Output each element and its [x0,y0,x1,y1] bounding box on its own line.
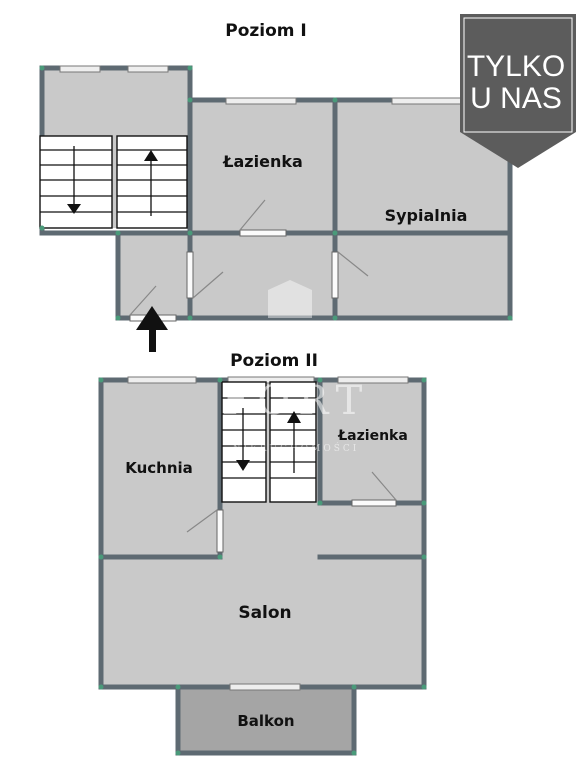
level-2-title: Poziom II [230,351,318,371]
hall-room [190,233,335,318]
watermark-logo: FORT NIERUCHOMOŚCI [222,280,371,454]
window [225,97,297,105]
window [391,97,463,105]
arrow-up-icon [287,411,301,423]
door-leaf [239,229,287,237]
arrow-down-icon [236,460,250,471]
room-label-salon: Salon [238,603,291,623]
door-leaf [186,251,194,299]
window [127,376,197,384]
badge-line-2: U NAS [470,82,562,115]
stairs-up-level-1 [116,135,188,229]
door-swing [239,199,266,231]
tylko-u-nas-badge: TYLKO U NAS [460,14,576,168]
watermark-text: FORT [222,378,371,424]
door-leaf [216,509,224,553]
arrow-up-icon [144,150,158,161]
stairs-down-level-1 [39,135,113,229]
entry-room [118,233,190,318]
door-swing [129,285,157,316]
entrance-arrow-icon [136,306,168,352]
room-label-kuchnia: Kuchnia [125,459,193,477]
balcony-door [229,683,301,691]
door-swing [371,471,397,501]
room-label-balkon: Balkon [237,712,294,730]
stairs-down-level-2 [221,381,267,503]
level-1-title: Poziom I [225,21,307,41]
door-swing [192,271,224,299]
window [59,65,101,73]
window [127,65,169,73]
watermark-subtitle: NIERUCHOMOŚCI [233,442,360,454]
room-label-lazienka-2: Łazienka [337,428,408,444]
room-label-lazienka-1: Łazienka [222,152,303,171]
door-leaf [351,499,397,507]
window [337,376,409,384]
balcony-room [178,687,354,753]
badge-line-1: TYLKO [467,50,565,83]
door-swing [186,509,218,533]
door-swing [337,251,369,277]
wall-nodes [39,65,513,756]
room-label-sypialnia: Sypialnia [385,206,468,225]
arrow-down-icon [67,204,81,214]
bathroom-1-room [190,100,335,233]
stairs-up-level-2 [269,381,317,503]
level-1-rooms [42,68,510,318]
level-2-doors [186,471,397,553]
door-leaf [331,251,339,299]
